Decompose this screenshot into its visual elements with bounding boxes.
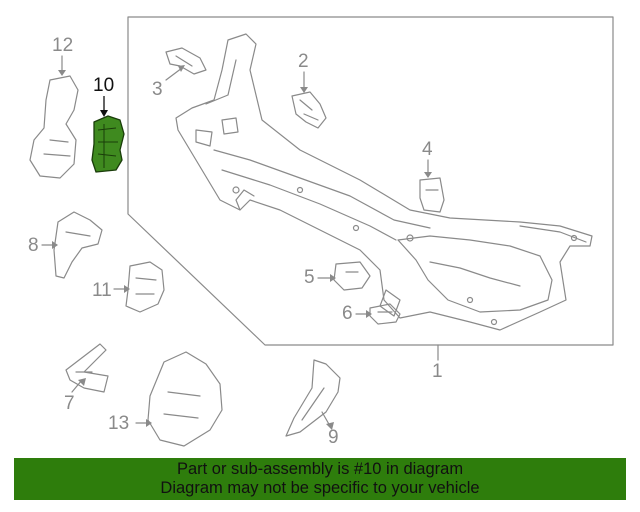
callout-10[interactable]: 10 (93, 75, 115, 96)
callout-6: 6 (342, 303, 353, 324)
callout-12: 12 (52, 35, 74, 56)
exploded-parts-diagram (29, 16, 614, 447)
callout-11: 11 (92, 280, 112, 301)
callout-8: 8 (28, 235, 39, 256)
callout-9: 9 (328, 427, 339, 448)
callout-5: 5 (304, 267, 315, 288)
banner-line-2: Diagram may not be specific to your vehi… (160, 479, 480, 497)
banner-line-1: Part or sub-assembly is #10 in diagram (176, 460, 464, 478)
assembly-frame (127, 16, 614, 346)
diagram-notice-banner: Part or sub-assembly is #10 in diagram D… (14, 458, 626, 500)
part-3-bracket (165, 47, 207, 75)
callout-3: 3 (152, 79, 163, 100)
part-2-bracket (291, 91, 327, 129)
callout-7: 7 (64, 393, 75, 414)
part-11-deflector (125, 261, 165, 313)
part-12-duct (29, 75, 79, 179)
part-8-shield (53, 211, 103, 279)
part-4-plate (419, 177, 445, 213)
part-5-bracket (333, 261, 371, 291)
part-6-clip (369, 303, 401, 325)
part-10-highlighted[interactable] (91, 96, 125, 173)
part-7-bracket (65, 343, 109, 393)
part-13-housing (147, 351, 223, 447)
leader-3 (165, 67, 183, 81)
part-1-radiator-support (175, 33, 593, 331)
callout-4: 4 (422, 139, 433, 160)
callout-13: 13 (108, 413, 130, 434)
callout-1: 1 (432, 361, 443, 382)
part-9-brace (285, 359, 341, 437)
callout-2: 2 (298, 51, 309, 72)
